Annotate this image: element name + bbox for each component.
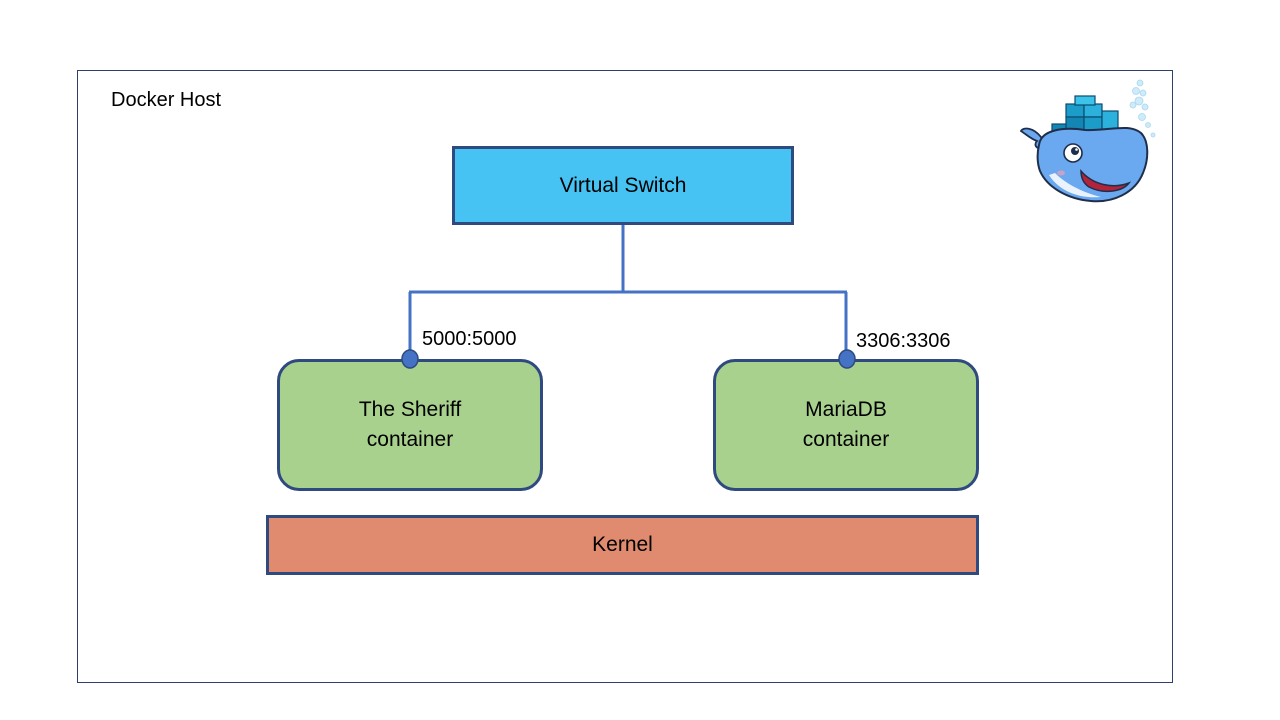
kernel-box: Kernel <box>266 515 979 575</box>
mariadb-container-type: container <box>802 428 890 451</box>
whale-belly <box>1049 173 1101 198</box>
sheriff-container: The Sheriff container <box>277 359 543 491</box>
mariadb-container: MariaDB container <box>713 359 979 491</box>
mariadb-container-name: MariaDB <box>805 398 887 421</box>
sheriff-port-label: 5000:5000 <box>422 328 517 350</box>
sheriff-container-name: The Sheriff <box>358 398 462 421</box>
whale-body <box>1036 126 1149 203</box>
mariadb-port-connector <box>838 349 856 369</box>
docker-host-label: Docker Host <box>111 89 222 111</box>
docker-host-frame <box>77 70 1173 683</box>
sheriff-container-type: container <box>366 428 454 451</box>
bubbles-icon <box>1129 79 1156 138</box>
sheriff-port-connector <box>401 349 419 369</box>
virtual-switch: Virtual Switch <box>452 146 794 225</box>
whale-mouth <box>1080 168 1132 193</box>
docker-whale-icon <box>1019 79 1156 203</box>
virtual-switch-label: Virtual Switch <box>559 173 687 197</box>
kernel-label: Kernel <box>592 533 653 556</box>
mariadb-port-label: 3306:3306 <box>856 330 951 352</box>
